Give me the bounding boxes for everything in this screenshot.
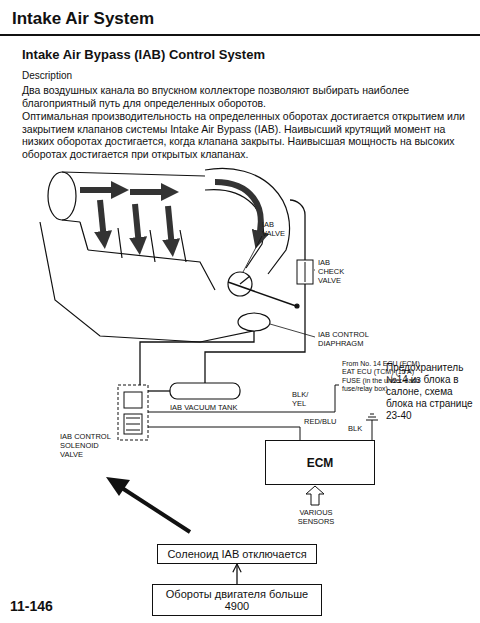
control-unit-box: ECM [265,440,375,485]
note-box: Обороты двигателя больше 4900 [152,584,322,616]
paragraph: Оптимальная производительность на опреде… [22,110,467,160]
node-text: Обороты двигателя больше 4900 [162,588,312,612]
section-heading: Intake Air Bypass (IAB) Control System [22,47,265,63]
part-label: IAB CHECK VALVE [318,258,354,285]
wire-color: BLK [348,424,362,433]
wire-color: RED/BLU [304,417,337,426]
vacuum-hoses [140,200,305,391]
flow-arrows [80,182,261,248]
page-title: Intake Air System [12,9,154,29]
solenoid-valve [118,385,148,440]
flow-arrow [236,564,237,584]
part-label: IAB VACUUM TANK [170,403,280,412]
sensor-arrow [306,486,324,505]
intake-manifold [40,168,299,342]
part-label: IAB VALVE [262,220,292,238]
subheading: Description [22,70,72,82]
leader-lines [243,236,315,337]
paragraph: Два воздушных канала во впускном коллект… [22,84,467,109]
part-label: VARIOUS SENSORS [290,508,342,526]
wires [148,385,378,440]
check-valve [297,260,313,284]
part-label: IAB CONTROL SOLENOID VALVE [60,432,114,459]
page-number: 11-146 [10,598,53,615]
header-rule [0,35,480,36]
pointer-arrow [106,477,190,532]
node-text: ECM [307,456,334,470]
vacuum-tank [170,383,240,399]
node-text: Соленоид IAB отключается [167,548,306,560]
annotation-note: Предохранитель №14 из блока в салоне, сх… [386,362,476,422]
wire-color: BLK/ YEL [292,390,312,408]
note-box: Соленоид IAB отключается [157,544,317,564]
part-label: IAB CONTROL DIAPHRAGM [318,330,398,348]
